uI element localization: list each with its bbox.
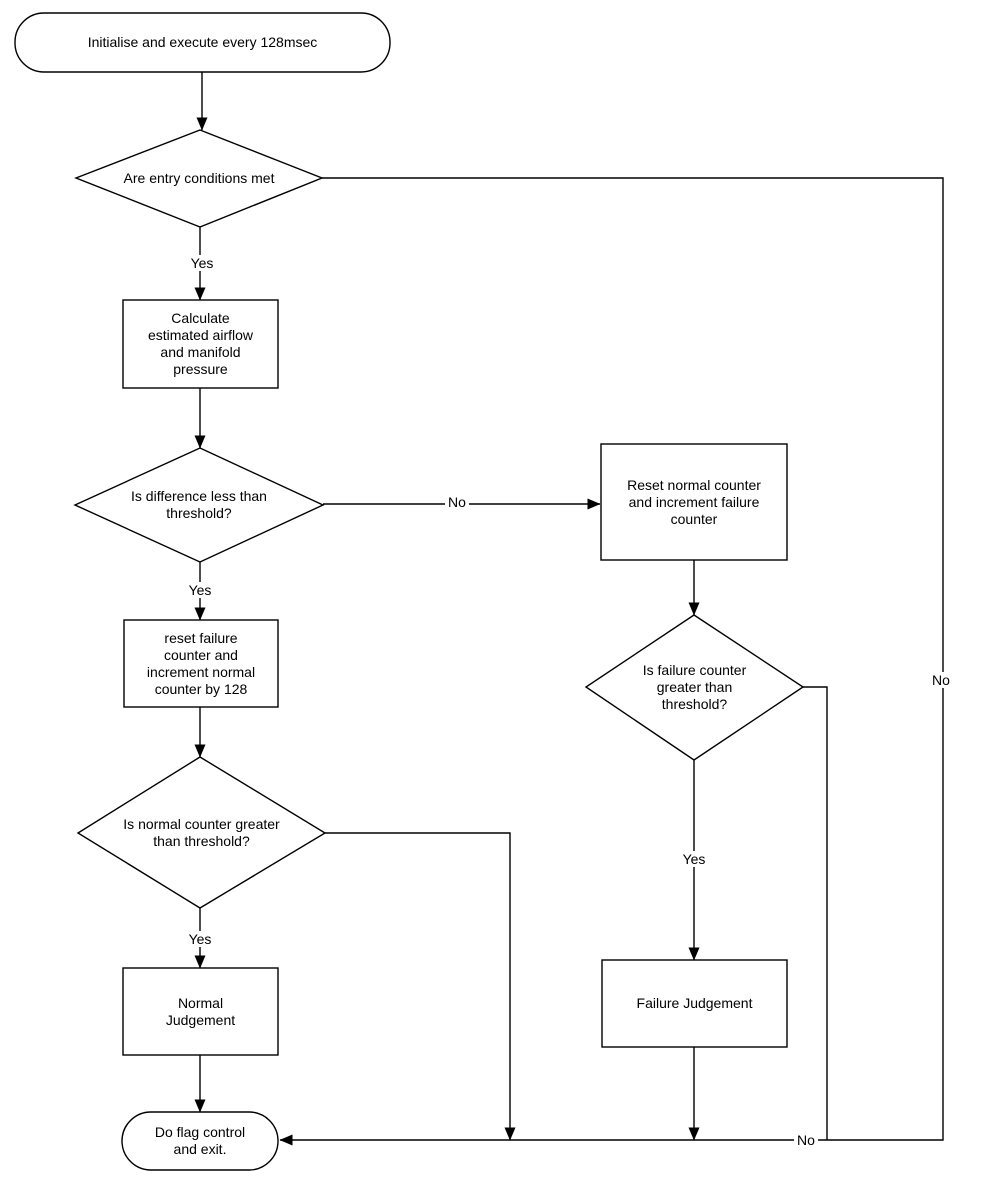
edge-normal-no-to-bottom-line <box>325 832 516 1141</box>
diff-yes-edge-label: Yes <box>185 582 215 598</box>
reset-normal-node-label: Reset normal counter and increment failu… <box>627 476 761 527</box>
calculate-process-shape <box>122 299 279 389</box>
diff-no-edge-label: No <box>445 494 469 510</box>
edge-failure-no-to-bottom-line <box>803 686 828 1140</box>
normal-check-decision-shape <box>76 756 327 909</box>
normal-judgement-node-label: Normal Judgement <box>165 994 236 1028</box>
failure-judgement-process-shape <box>601 959 788 1048</box>
edge-entry-no-loop-to-exit <box>279 177 944 1146</box>
diff-check-decision-shape <box>73 447 325 563</box>
entry-yes-edge-label: Yes <box>187 255 217 271</box>
failure-no-edge-label: No <box>794 1132 818 1148</box>
reset-failure-node-label: reset failure counter and increment norm… <box>146 629 256 697</box>
failure-check-decision-shape <box>584 614 805 761</box>
normal-judgement-process-shape <box>122 967 279 1056</box>
exit-node-label: Do flag control and exit. <box>154 1124 246 1157</box>
normal-check-node-label: Is normal counter greater than threshold… <box>123 815 280 849</box>
entry-no-edge-label: No <box>929 672 953 688</box>
reset-failure-process-shape <box>123 619 279 708</box>
diff-check-node-label: Is difference less than threshold? <box>131 488 267 521</box>
normal-yes-edge-label: Yes <box>185 931 215 947</box>
failure-yes-edge-label: Yes <box>679 851 709 867</box>
entry-check-node-label: Are entry conditions met <box>123 170 275 186</box>
start-node-label: Initialise and execute every 128msec <box>87 34 318 50</box>
exit-terminator-shape <box>121 1111 279 1171</box>
calculate-node-label: Calculate estimated airflow and manifold… <box>147 310 254 377</box>
reset-normal-process-shape <box>600 443 788 561</box>
entry-check-decision-shape <box>74 129 324 228</box>
failure-judgement-node-label: Failure Judgement <box>636 995 753 1011</box>
start-terminator-shape <box>14 12 391 73</box>
failure-check-node-label: Is failure counter greater than threshol… <box>642 662 747 712</box>
